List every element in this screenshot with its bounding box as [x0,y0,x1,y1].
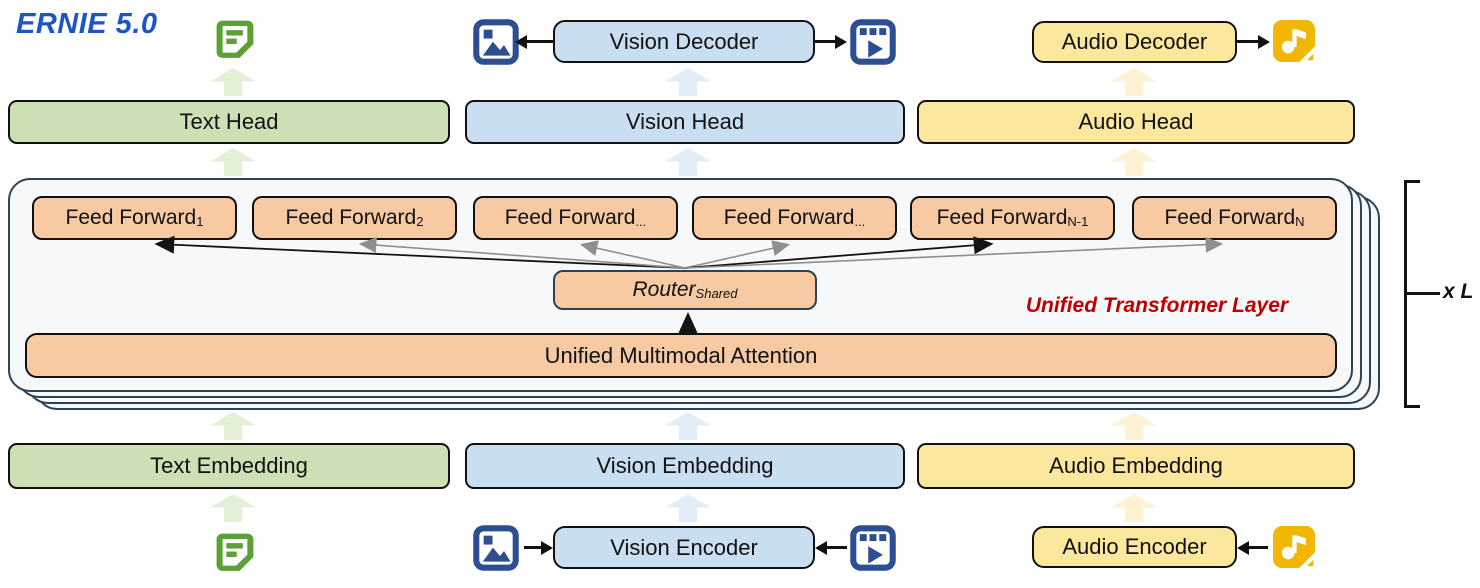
vision-decoder-to-video-arrow [815,40,836,43]
audio-embedding-to-transformer-arrow [1111,412,1157,440]
text-head-label: Text Head [179,109,279,134]
audio-embedding-label: Audio Embedding [1049,453,1223,478]
audio-encoder-label: Audio Encoder [1062,534,1207,559]
feed-forward-expert-ellipsis-b: Feed Forward... [692,196,897,240]
audio-head-box: Audio Head [917,100,1355,144]
repeat-bracket-top [1404,180,1420,183]
audio-encoder-box: Audio Encoder [1032,526,1237,568]
repeat-count-label: x L [1443,280,1474,303]
image-to-vision-encoder-arrow [524,546,542,549]
image-input-icon [470,522,522,579]
video-icon [847,16,899,73]
audio-file-icon [1268,15,1320,72]
feed-forward-expert-ellipsis-a: Feed Forward... [473,196,678,240]
audio-embedding-box: Audio Embedding [917,443,1355,489]
vision-decoder-to-image-arrow [526,40,553,43]
audio-head-label: Audio Head [1078,109,1194,134]
document-text-input-icon [209,526,261,583]
text-head-to-output-arrow [210,68,256,96]
audio-encoder-to-embedding-arrow [1111,494,1157,522]
text-embedding-to-transformer-arrow [210,412,256,440]
transformer-to-audio-head-arrow [1111,148,1157,176]
vision-encoder-box: Vision Encoder [553,526,815,569]
vision-head-label: Vision Head [625,109,745,134]
vision-decoder-box: Vision Decoder [553,20,815,63]
vision-embedding-box: Vision Embedding [465,443,905,489]
audio-decoder-to-audio-arrow [1237,40,1259,43]
audio-head-to-decoder-arrow [1111,68,1157,96]
repeat-bracket-tick [1407,292,1440,295]
text-embedding-label: Text Embedding [150,453,308,478]
transformer-to-vision-head-arrow [665,148,711,176]
attention-label: Unified Multimodal Attention [544,342,818,368]
vision-head-box: Vision Head [465,100,905,144]
unified-transformer-layer-label: Unified Transformer Layer [1025,294,1289,317]
document-text-icon [209,13,261,70]
vision-decoder-label: Vision Decoder [609,28,759,54]
vision-embedding-to-transformer-arrow [665,412,711,440]
vision-head-to-decoder-arrow [665,68,711,96]
audio-decoder-label: Audio Decoder [1061,29,1208,54]
video-input-icon [847,522,899,579]
text-head-box: Text Head [8,100,450,144]
repeat-bracket-vertical [1404,180,1407,408]
text-input-to-embedding-arrow [210,494,256,522]
video-to-vision-encoder-arrow [826,546,847,549]
audio-to-audio-encoder-arrow [1248,546,1268,549]
text-embedding-box: Text Embedding [8,443,450,489]
unified-multimodal-attention-box: Unified Multimodal Attention [25,333,1337,378]
audio-file-input-icon [1268,521,1320,578]
brand-logo: ERNIE 5.0 [16,8,158,40]
repeat-bracket-bottom [1404,405,1420,408]
vision-encoder-label: Vision Encoder [610,534,758,560]
vision-embedding-label: Vision Embedding [596,453,774,478]
transformer-to-text-head-arrow [210,148,256,176]
audio-decoder-box: Audio Decoder [1032,21,1237,63]
vision-encoder-to-embedding-arrow [665,494,711,522]
